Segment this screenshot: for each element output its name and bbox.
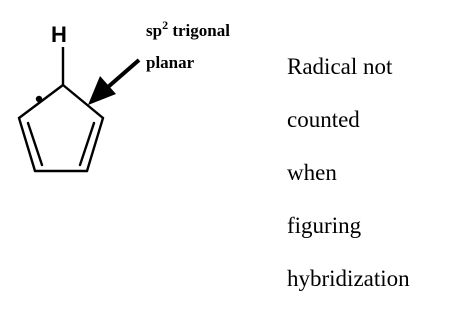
double-bond-inner-left: [26, 121, 44, 167]
pointer-arrow: [88, 58, 141, 105]
double-bond-inner-right: [78, 121, 96, 167]
arrow-head: [88, 76, 116, 105]
note-line: when: [287, 160, 337, 185]
radical-note: Radical not counted when figuring hybrid…: [287, 40, 410, 305]
note-line: hybridization: [287, 266, 410, 291]
note-line: figuring: [287, 213, 362, 238]
note-line: Radical not: [287, 54, 393, 79]
ring-bond-top-right: [61, 83, 105, 120]
hybridization-label: sp2 trigonal: [146, 18, 230, 40]
note-line: counted: [287, 107, 360, 132]
arrow-shaft: [106, 58, 141, 89]
ring-bond-right: [85, 116, 105, 173]
cyclopentadiene-ring: [17, 83, 105, 173]
ring-bond-left: [17, 116, 37, 173]
hydrogen-atom-label: H: [51, 22, 67, 47]
ring-bond-top-left: [17, 83, 65, 120]
geometry-label: planar: [146, 53, 195, 72]
